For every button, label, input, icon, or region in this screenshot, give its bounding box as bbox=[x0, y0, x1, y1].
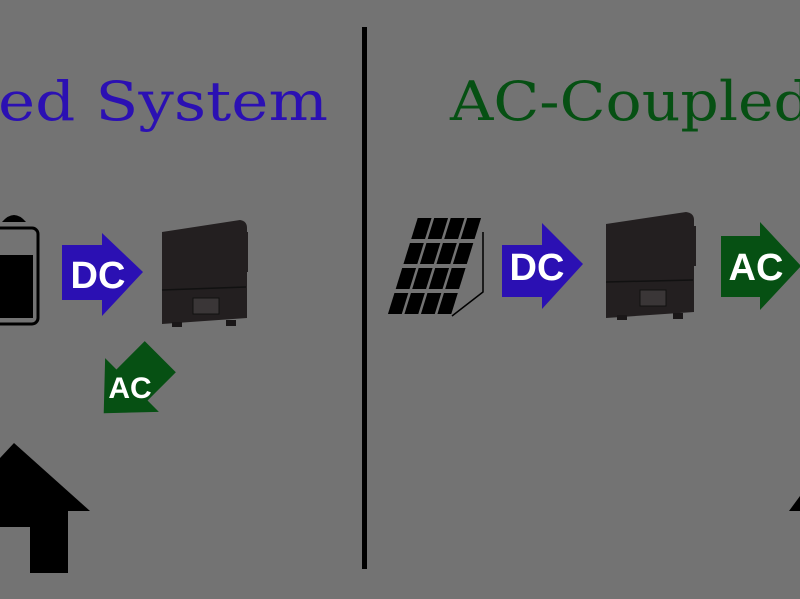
dc-label: DC bbox=[510, 247, 565, 289]
ac-label: AC bbox=[108, 372, 151, 405]
left-title: ed System bbox=[0, 70, 328, 133]
dc-arrow-icon: DC bbox=[502, 223, 583, 309]
solar-cell bbox=[427, 218, 449, 239]
solar-cell bbox=[387, 293, 409, 314]
solar-stand bbox=[451, 232, 484, 317]
ac-arrow-icon: AC bbox=[721, 222, 800, 310]
solar-cell bbox=[436, 243, 457, 264]
solar-cell bbox=[428, 268, 450, 289]
ac-arrow-icon: AC bbox=[103, 341, 176, 414]
solar-panel-icon bbox=[387, 218, 484, 317]
solar-cell bbox=[419, 243, 441, 264]
house-icon bbox=[789, 496, 800, 511]
divider bbox=[362, 27, 367, 569]
ac-label: AC bbox=[729, 247, 784, 289]
solar-cell bbox=[445, 268, 466, 289]
inverter-icon bbox=[605, 212, 696, 320]
dc-arrow-icon: DC bbox=[62, 233, 143, 316]
solar-cell bbox=[411, 218, 432, 239]
dc-label: DC bbox=[71, 255, 126, 297]
solar-cell bbox=[412, 268, 433, 289]
solar-cell bbox=[395, 268, 417, 289]
solar-cell bbox=[460, 218, 482, 239]
solar-cell bbox=[420, 293, 442, 314]
right-title: AC-Coupled bbox=[449, 70, 800, 133]
solar-cell bbox=[437, 293, 458, 314]
inverter-icon bbox=[161, 220, 248, 327]
house-icon bbox=[0, 443, 90, 573]
battery-icon bbox=[0, 215, 40, 326]
solar-cell bbox=[404, 293, 425, 314]
solar-cell bbox=[444, 218, 465, 239]
solar-cell bbox=[452, 243, 474, 264]
solar-cell bbox=[403, 243, 424, 264]
